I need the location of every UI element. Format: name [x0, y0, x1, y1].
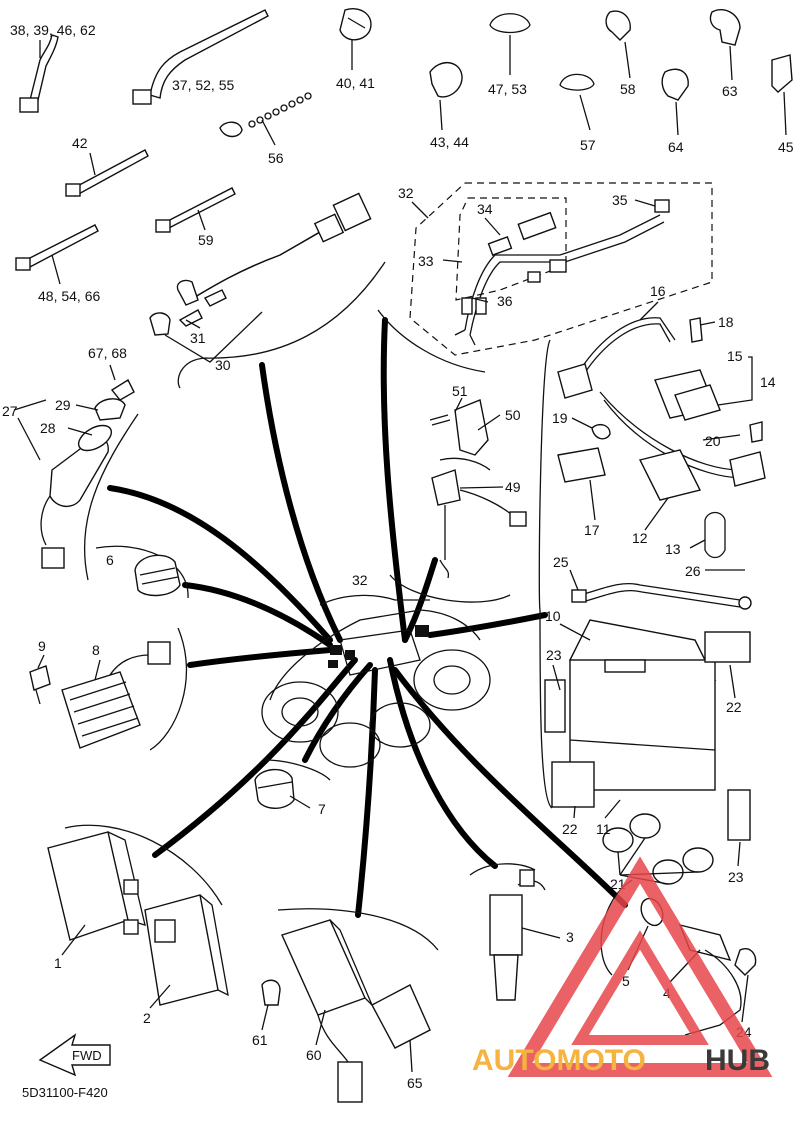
- label-leaders: [13, 35, 787, 1073]
- sensor-switch-7: [254, 768, 295, 809]
- callout-40-41: 40, 41: [336, 75, 375, 91]
- main-switch: [40, 378, 135, 569]
- callout-51: 51: [452, 383, 468, 399]
- callout-26: 26: [685, 563, 701, 579]
- callout-61: 61: [252, 1032, 268, 1048]
- relay-bracket-group: [557, 317, 766, 559]
- callout-47-53: 47, 53: [488, 81, 527, 97]
- callout-45: 45: [778, 139, 794, 155]
- callout-42: 42: [72, 135, 88, 151]
- cdi-unit: [47, 831, 229, 1006]
- callout-6: 6: [106, 552, 114, 568]
- callout-14: 14: [760, 374, 776, 390]
- callout-1: 1: [54, 955, 62, 971]
- wire-harness: [149, 192, 372, 336]
- callout-29: 29: [55, 397, 71, 413]
- callout-37-52-55: 37, 52, 55: [172, 77, 234, 93]
- watermark-triangle-outer: [507, 856, 773, 1077]
- callout-58: 58: [620, 81, 636, 97]
- callout-8: 8: [92, 642, 100, 658]
- watermark: AUTOMOTO HUB: [472, 856, 773, 1077]
- bracket-sensor-group: [429, 399, 527, 579]
- watermark-triangle-inner: [571, 930, 709, 1045]
- callout-16: 16: [650, 283, 666, 299]
- rectifier-regulator: [29, 641, 171, 749]
- callout-60: 60: [306, 1047, 322, 1063]
- callout-67-68: 67, 68: [88, 345, 127, 361]
- starter-relay: [261, 919, 431, 1103]
- callout-38-39-46-62: 38, 39, 46, 62: [10, 22, 96, 38]
- callout-labels: 38, 39, 46, 62 40, 41 47, 53 58 63 37, 5…: [2, 22, 794, 1091]
- callout-36: 36: [497, 293, 513, 309]
- callout-30: 30: [215, 357, 231, 373]
- callout-63: 63: [722, 83, 738, 99]
- callout-10: 10: [545, 608, 561, 624]
- callout-17: 17: [584, 522, 600, 538]
- callout-2: 2: [143, 1010, 151, 1026]
- callout-11: 11: [596, 821, 611, 837]
- callout-56: 56: [268, 150, 284, 166]
- callout-20: 20: [705, 433, 721, 449]
- callout-33: 33: [418, 253, 434, 269]
- callout-65: 65: [407, 1075, 423, 1091]
- diagram-code: 5D31100-F420: [22, 1085, 108, 1100]
- callout-12: 12: [632, 530, 648, 546]
- callout-19: 19: [552, 410, 568, 426]
- watermark-text-automoto: AUTOMOTO: [472, 1044, 646, 1077]
- sub-harness: [454, 199, 670, 346]
- callout-18: 18: [718, 314, 734, 330]
- callout-28: 28: [40, 420, 56, 436]
- callout-57: 57: [580, 137, 596, 153]
- callout-50: 50: [505, 407, 521, 423]
- callout-7: 7: [318, 801, 326, 817]
- callout-25: 25: [553, 554, 569, 570]
- callout-5: 5: [622, 973, 630, 989]
- callout-35: 35: [612, 192, 628, 208]
- callout-43-44: 43, 44: [430, 134, 469, 150]
- callout-59: 59: [198, 232, 214, 248]
- callout-31: 31: [190, 330, 206, 346]
- watermark-text-hub: HUB: [705, 1044, 770, 1077]
- fwd-arrow: FWD: [38, 1033, 111, 1077]
- callout-27: 27: [2, 403, 18, 419]
- callout-23b: 23: [728, 869, 744, 885]
- sensor-switch-6: [134, 554, 181, 597]
- callout-48-54-66: 48, 54, 66: [38, 288, 100, 304]
- callout-3: 3: [566, 929, 574, 945]
- callout-23a: 23: [546, 647, 562, 663]
- vehicle-outline: [261, 594, 491, 768]
- callout-34: 34: [477, 201, 493, 217]
- top-small-parts: [15, 8, 793, 271]
- leader-lines: [107, 317, 628, 918]
- callout-15: 15: [727, 348, 743, 364]
- callout-13: 13: [665, 541, 681, 557]
- fwd-label: FWD: [72, 1048, 102, 1063]
- callout-64: 64: [668, 139, 684, 155]
- group-frames: [64, 182, 713, 976]
- callout-22a: 22: [726, 699, 742, 715]
- callout-49: 49: [505, 479, 521, 495]
- callout-22b: 22: [562, 821, 578, 837]
- callout-32b: 32: [352, 572, 368, 588]
- callout-32a: 32: [398, 185, 414, 201]
- callout-9: 9: [38, 638, 46, 654]
- battery-group: [544, 583, 752, 885]
- ignition-coil: [489, 869, 546, 1001]
